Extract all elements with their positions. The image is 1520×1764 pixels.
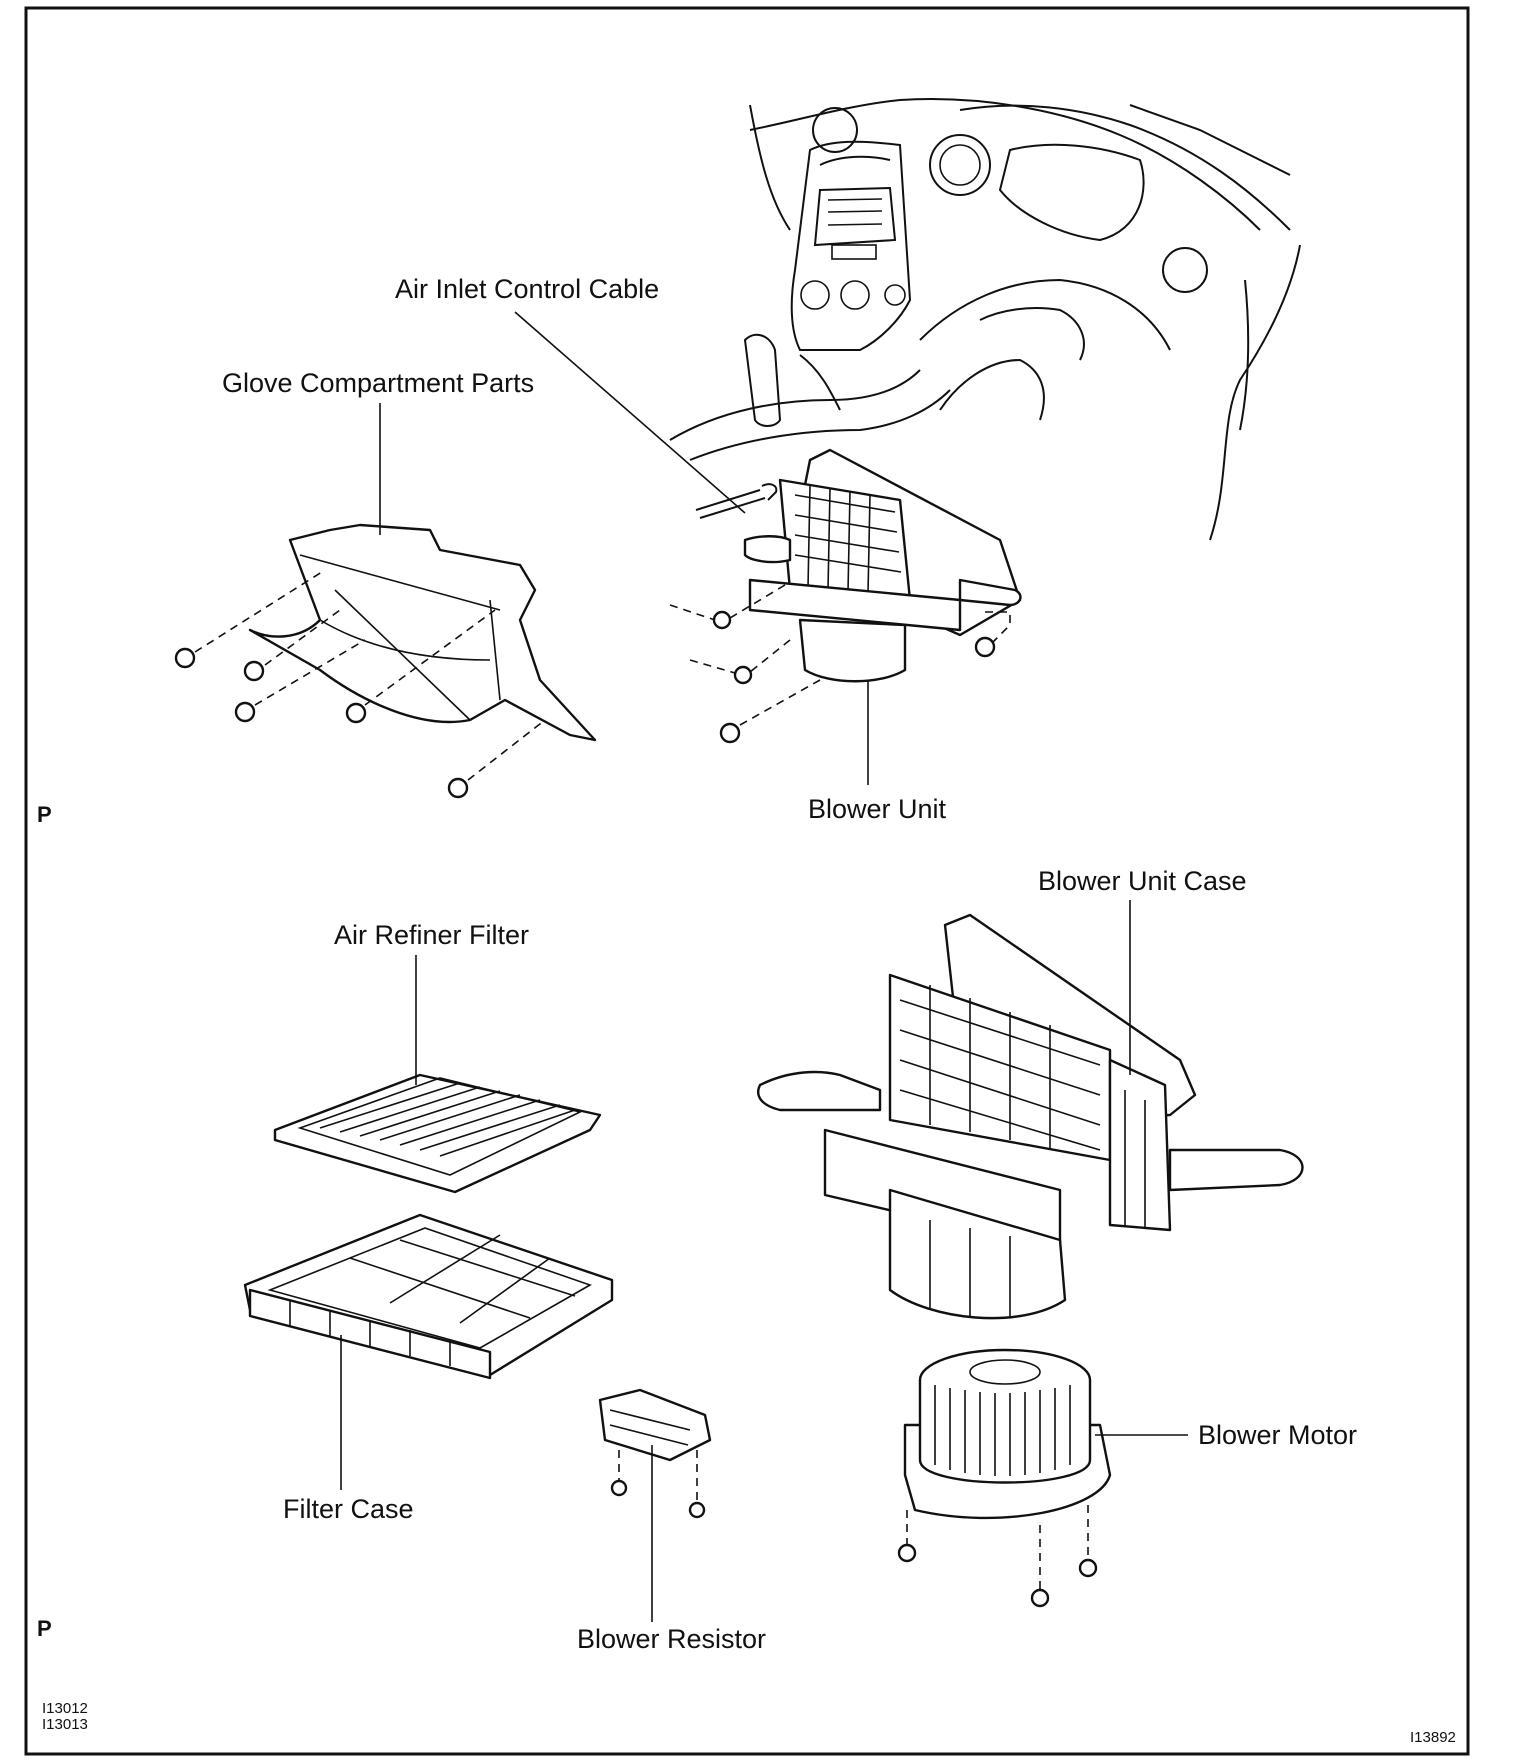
figure-code-left-1: I13012 <box>42 1700 88 1717</box>
blower-resistor-part <box>598 1388 712 1519</box>
glove-compartment-part <box>174 523 597 799</box>
air-inlet-control-cable-part <box>695 483 778 519</box>
filter-case-part <box>243 1213 614 1380</box>
air-refiner-filter-part <box>273 1073 602 1194</box>
blower-motor-part <box>897 1348 1112 1608</box>
label-filter-case: Filter Case <box>283 1494 414 1524</box>
page-mark-bottom: P <box>37 1616 52 1641</box>
blower-unit-case-part <box>757 913 1304 1320</box>
label-blower-motor: Blower Motor <box>1198 1420 1357 1450</box>
label-air-refiner-filter: Air Refiner Filter <box>334 920 529 950</box>
page-frame <box>24 6 1470 1756</box>
label-blower-resistor: Blower Resistor <box>577 1624 766 1654</box>
label-blower-unit-case: Blower Unit Case <box>1038 866 1247 896</box>
figure-code-right: I13892 <box>1410 1729 1456 1746</box>
figure-code-left-2: I13013 <box>42 1716 88 1733</box>
blower-unit-part <box>669 448 1022 744</box>
page-mark-top: P <box>37 802 52 827</box>
label-blower-unit: Blower Unit <box>808 794 947 824</box>
label-glove-compartment-parts: Glove Compartment Parts <box>222 368 534 398</box>
label-air-inlet-control-cable: Air Inlet Control Cable <box>395 274 659 304</box>
dashboard-illustration <box>669 98 1301 541</box>
leader-air-inlet-control-cable <box>514 311 746 514</box>
